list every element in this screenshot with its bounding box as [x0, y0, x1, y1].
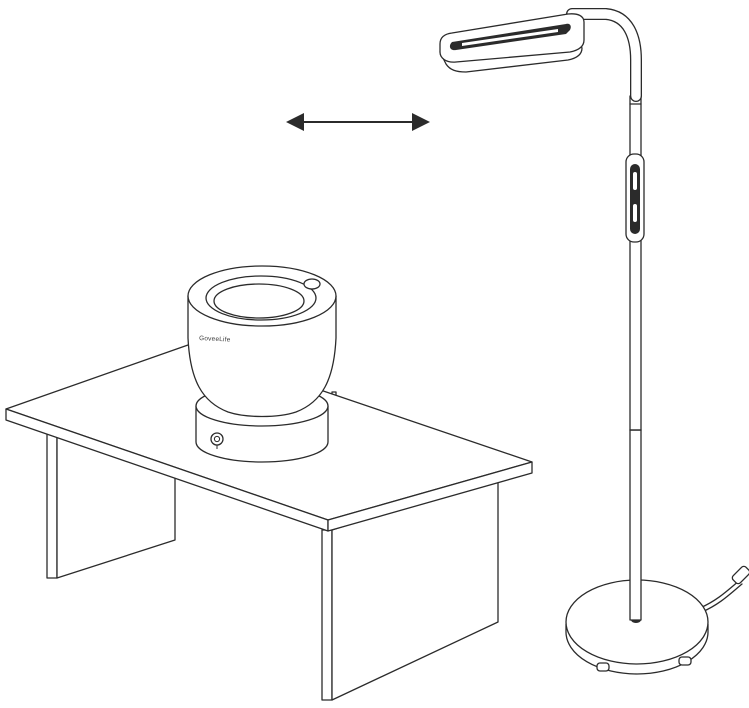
lamp-power-cord — [699, 579, 741, 609]
floor-lamp — [439, 7, 749, 675]
humidifier-lid-inner — [213, 283, 305, 319]
lamp-pole-upper — [629, 95, 642, 431]
distance-arrow-icon — [286, 113, 430, 131]
humidifier: GoveeLife — [187, 265, 337, 463]
power-button-icon — [210, 432, 224, 449]
lamp-control-panel — [625, 153, 645, 243]
lamp-head — [439, 13, 585, 73]
table — [5, 344, 533, 701]
table-leg-right — [321, 529, 333, 701]
table-top-edge-right — [327, 461, 533, 532]
humidifier-brand-label: GoveeLife — [199, 335, 231, 344]
lamp-pole-lower — [629, 429, 642, 621]
humidifier-body — [187, 295, 337, 418]
humidifier-nozzle — [303, 278, 321, 290]
table-leg-left — [46, 427, 58, 579]
